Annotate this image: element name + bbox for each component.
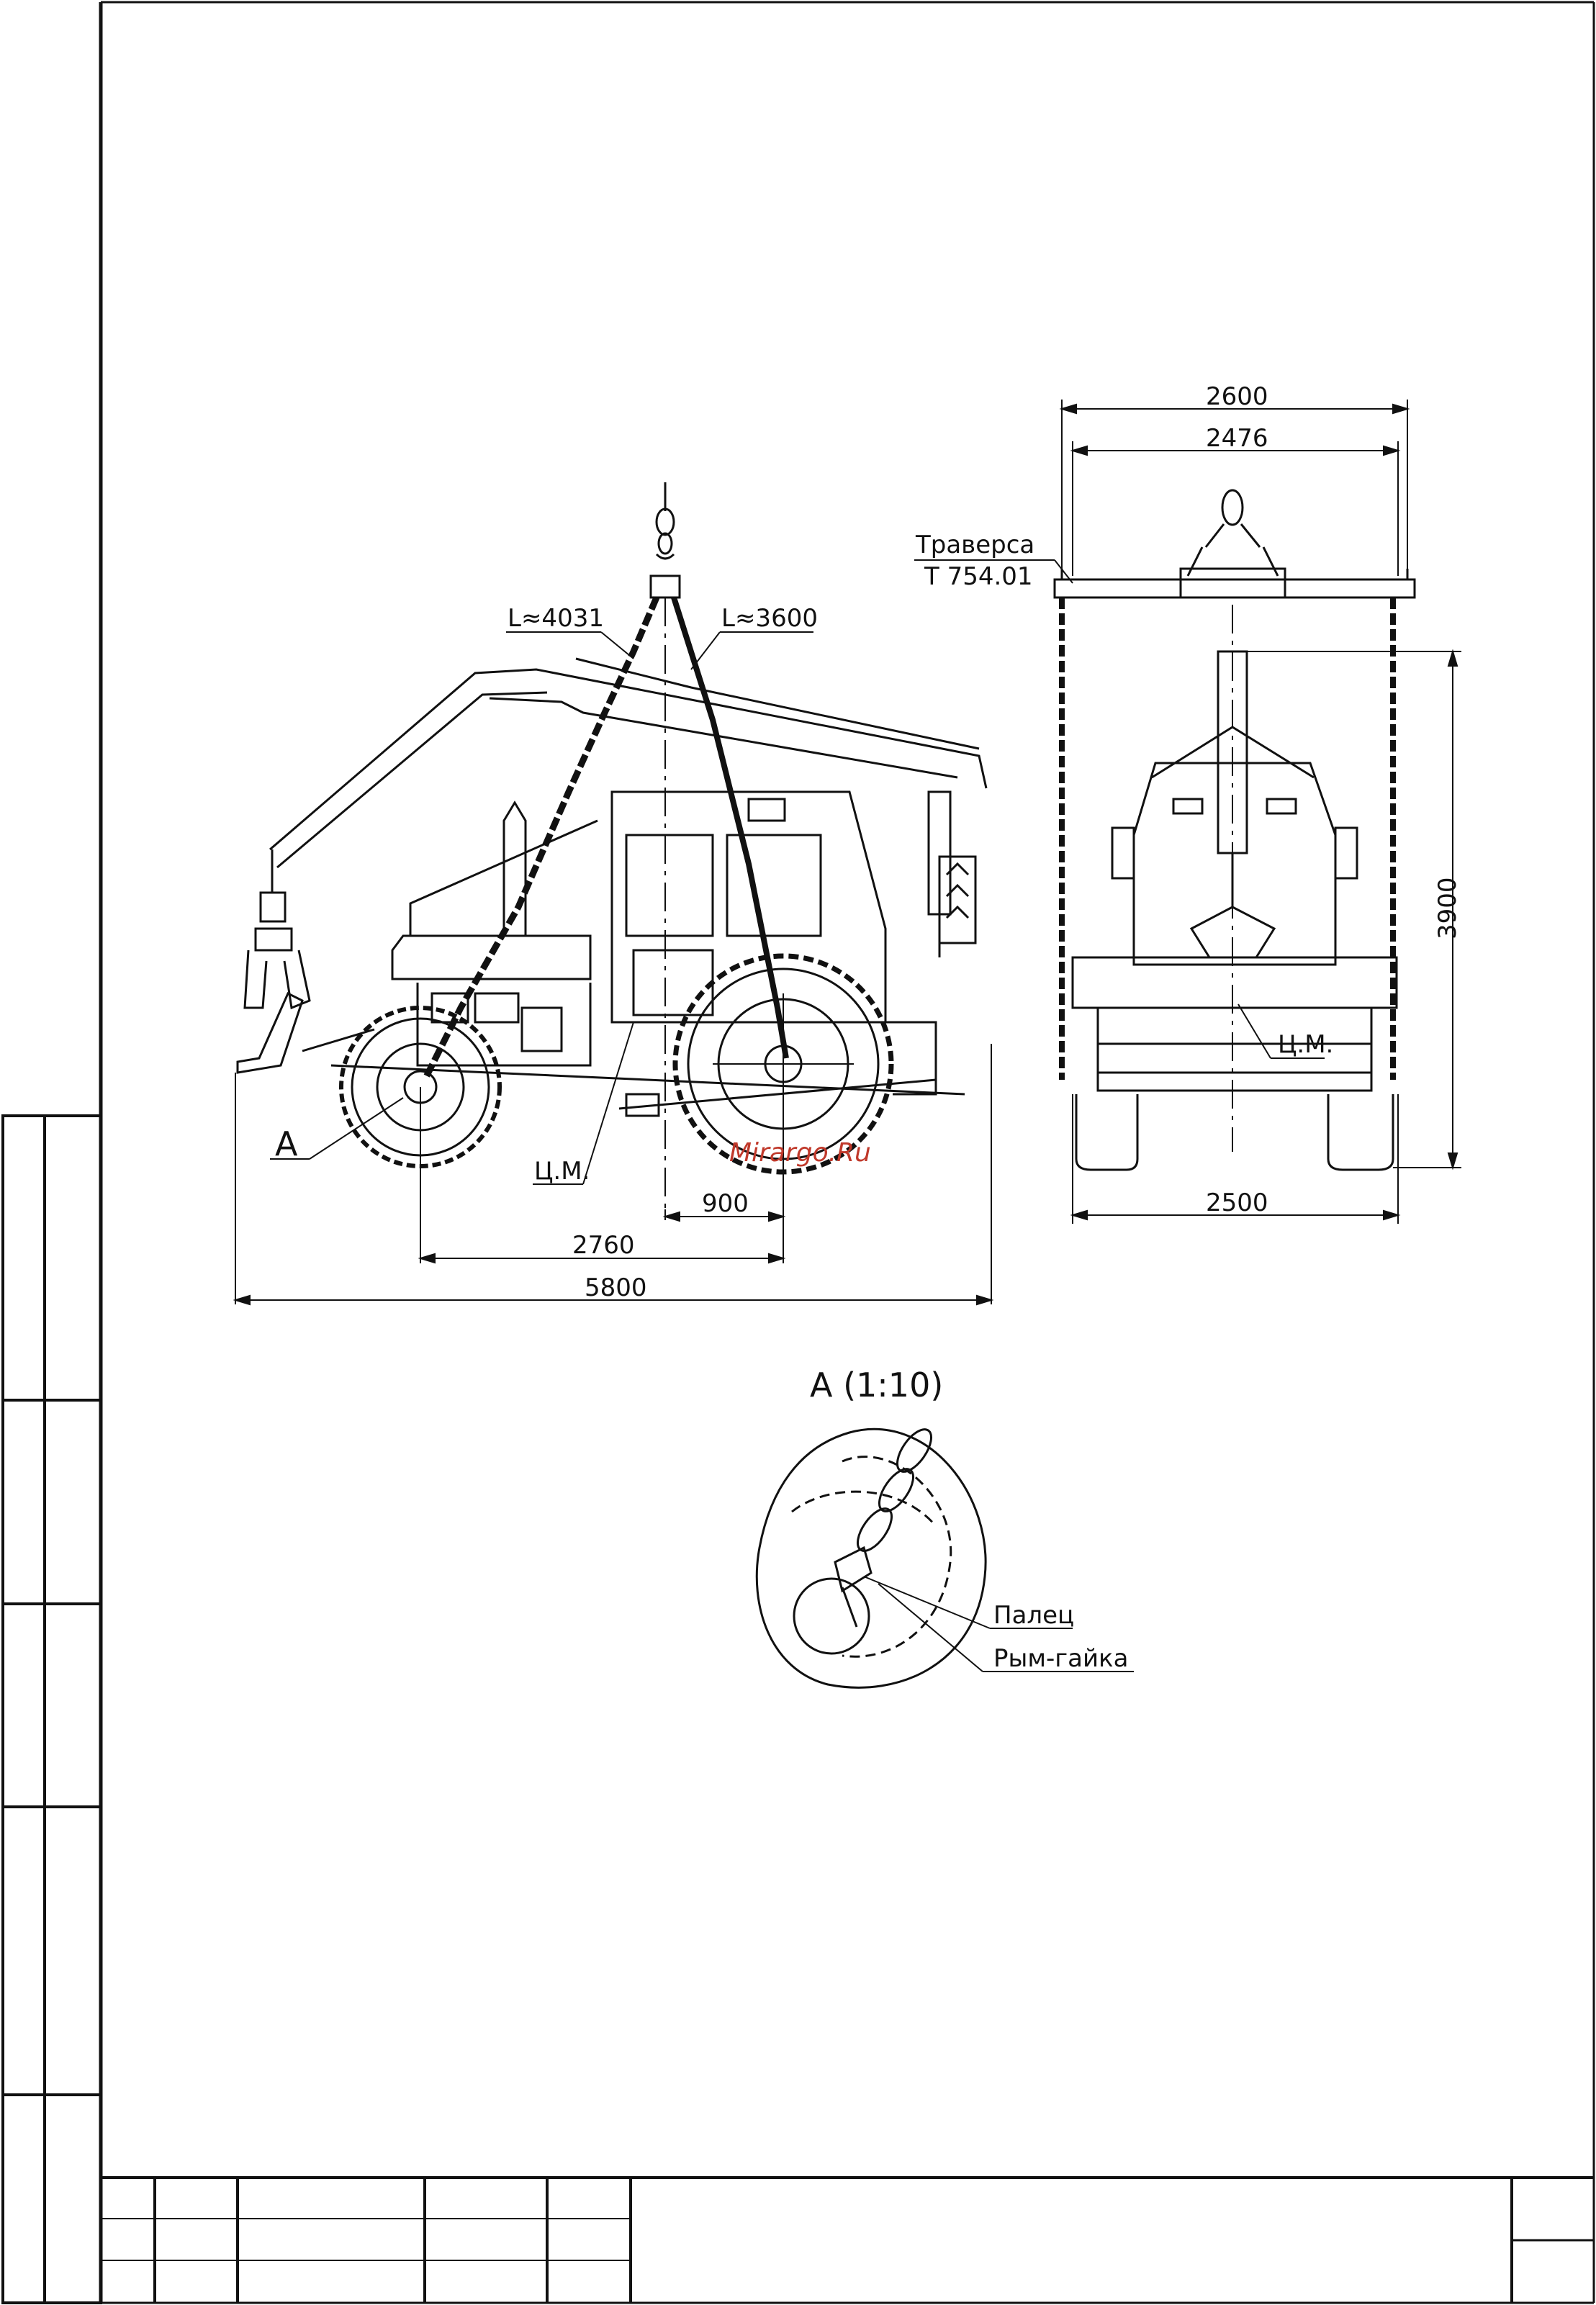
eyenut-label: Рым-гайка bbox=[993, 1644, 1128, 1673]
dim-track-width: 2500 bbox=[1206, 1188, 1268, 1217]
pin-label: Палец bbox=[993, 1601, 1074, 1630]
dim-overall-width: 2600 bbox=[1206, 382, 1268, 411]
sling-rear-length: L≈3600 bbox=[721, 604, 818, 633]
sling-front-length: L≈4031 bbox=[508, 604, 604, 633]
dim-cg-offset: 900 bbox=[702, 1189, 749, 1218]
dim-wheelbase: 2760 bbox=[572, 1231, 635, 1260]
front-cg-label: Ц.М. bbox=[1278, 1030, 1333, 1059]
dim-overall-length: 5800 bbox=[585, 1273, 647, 1302]
dim-traverse-width: 2476 bbox=[1206, 424, 1268, 453]
detail-a-title: А (1:10) bbox=[810, 1366, 943, 1404]
dim-height: 3900 bbox=[1433, 877, 1462, 939]
view-marker-a: А bbox=[275, 1124, 298, 1163]
traverse-label: Траверса bbox=[915, 531, 1034, 559]
side-cg-label: Ц.М. bbox=[534, 1157, 590, 1186]
watermark: Mirargo.Ru bbox=[729, 1138, 871, 1168]
traverse-code: Т 754.01 bbox=[924, 562, 1033, 591]
